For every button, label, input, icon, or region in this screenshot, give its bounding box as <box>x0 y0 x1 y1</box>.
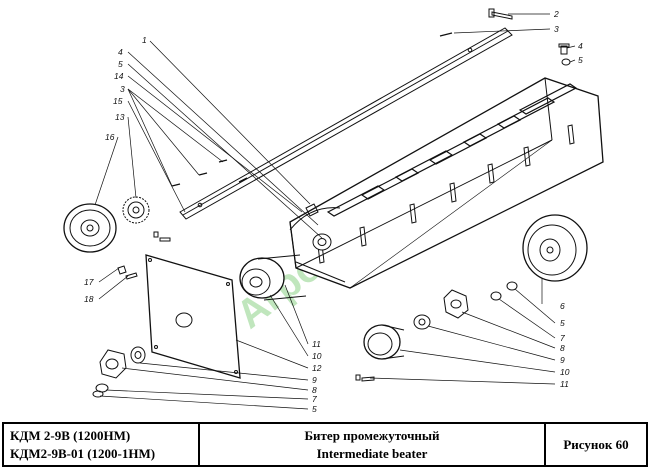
callout-11-right: 11 <box>560 379 569 389</box>
callout-8-bottom: 8 <box>312 385 317 395</box>
callout-10-right: 10 <box>560 367 570 377</box>
model-line-1: КДМ 2-9В (1200НМ) <box>10 427 131 443</box>
callout-14: 14 <box>114 71 124 81</box>
part-beater-drum <box>289 77 604 289</box>
part-right-bearing-set <box>355 281 518 382</box>
callout-2: 2 <box>553 9 559 19</box>
callout-13: 13 <box>115 112 125 122</box>
callout-16: 16 <box>105 132 115 142</box>
callout-9-bottom: 9 <box>312 375 317 385</box>
callout-5-bottom: 5 <box>312 404 317 414</box>
figure-cell: Рисунок 60 <box>546 424 646 465</box>
callout-12: 12 <box>312 363 322 373</box>
callout-11-mid: 11 <box>312 339 321 349</box>
callout-5-top: 5 <box>578 55 583 65</box>
part-left-pulley <box>63 203 117 253</box>
title-cell: Битер промежуточный Intermediate beater <box>200 424 546 465</box>
part-keys <box>171 32 453 187</box>
callout-5-right: 5 <box>560 318 565 328</box>
title-en: Intermediate beater <box>316 445 428 461</box>
callout-7-bottom: 7 <box>312 394 317 404</box>
callout-1: 1 <box>142 35 147 45</box>
callout-7-right: 7 <box>560 333 565 343</box>
title-ru: Битер промежуточный <box>304 427 440 443</box>
title-block: КДМ 2-9В (1200НМ) КДМ2-9В-01 (1200-1НМ) … <box>2 422 648 467</box>
model-cell: КДМ 2-9В (1200НМ) КДМ2-9В-01 (1200-1НМ) <box>4 424 200 465</box>
exploded-view-drawing: АгроСеть <box>63 8 604 414</box>
part-bearing-housing <box>239 254 307 301</box>
part-right-pulley <box>522 214 588 282</box>
part-bar <box>179 27 513 220</box>
part-sprocket <box>122 196 150 224</box>
callout-10-mid: 10 <box>312 351 322 361</box>
leader-lines <box>94 13 576 410</box>
callout-4-top: 4 <box>578 41 583 51</box>
callout-4: 4 <box>118 47 123 57</box>
callout-3: 3 <box>120 84 125 94</box>
model-line-2: КДМ2-9В-01 (1200-1НМ) <box>10 445 156 461</box>
callout-9-right: 9 <box>560 355 565 365</box>
callout-18: 18 <box>84 294 94 304</box>
figure-number: Рисунок 60 <box>563 436 629 452</box>
callout-5: 5 <box>118 59 123 69</box>
part-flange-plate <box>145 254 241 379</box>
callout-17: 17 <box>84 277 94 287</box>
callout-6: 6 <box>560 301 565 311</box>
callout-3-top: 3 <box>554 24 559 34</box>
callout-15: 15 <box>113 96 123 106</box>
part-small-bolts-left <box>117 231 171 280</box>
part-bottom-left-bearing <box>92 346 146 398</box>
callout-8-right: 8 <box>560 343 565 353</box>
